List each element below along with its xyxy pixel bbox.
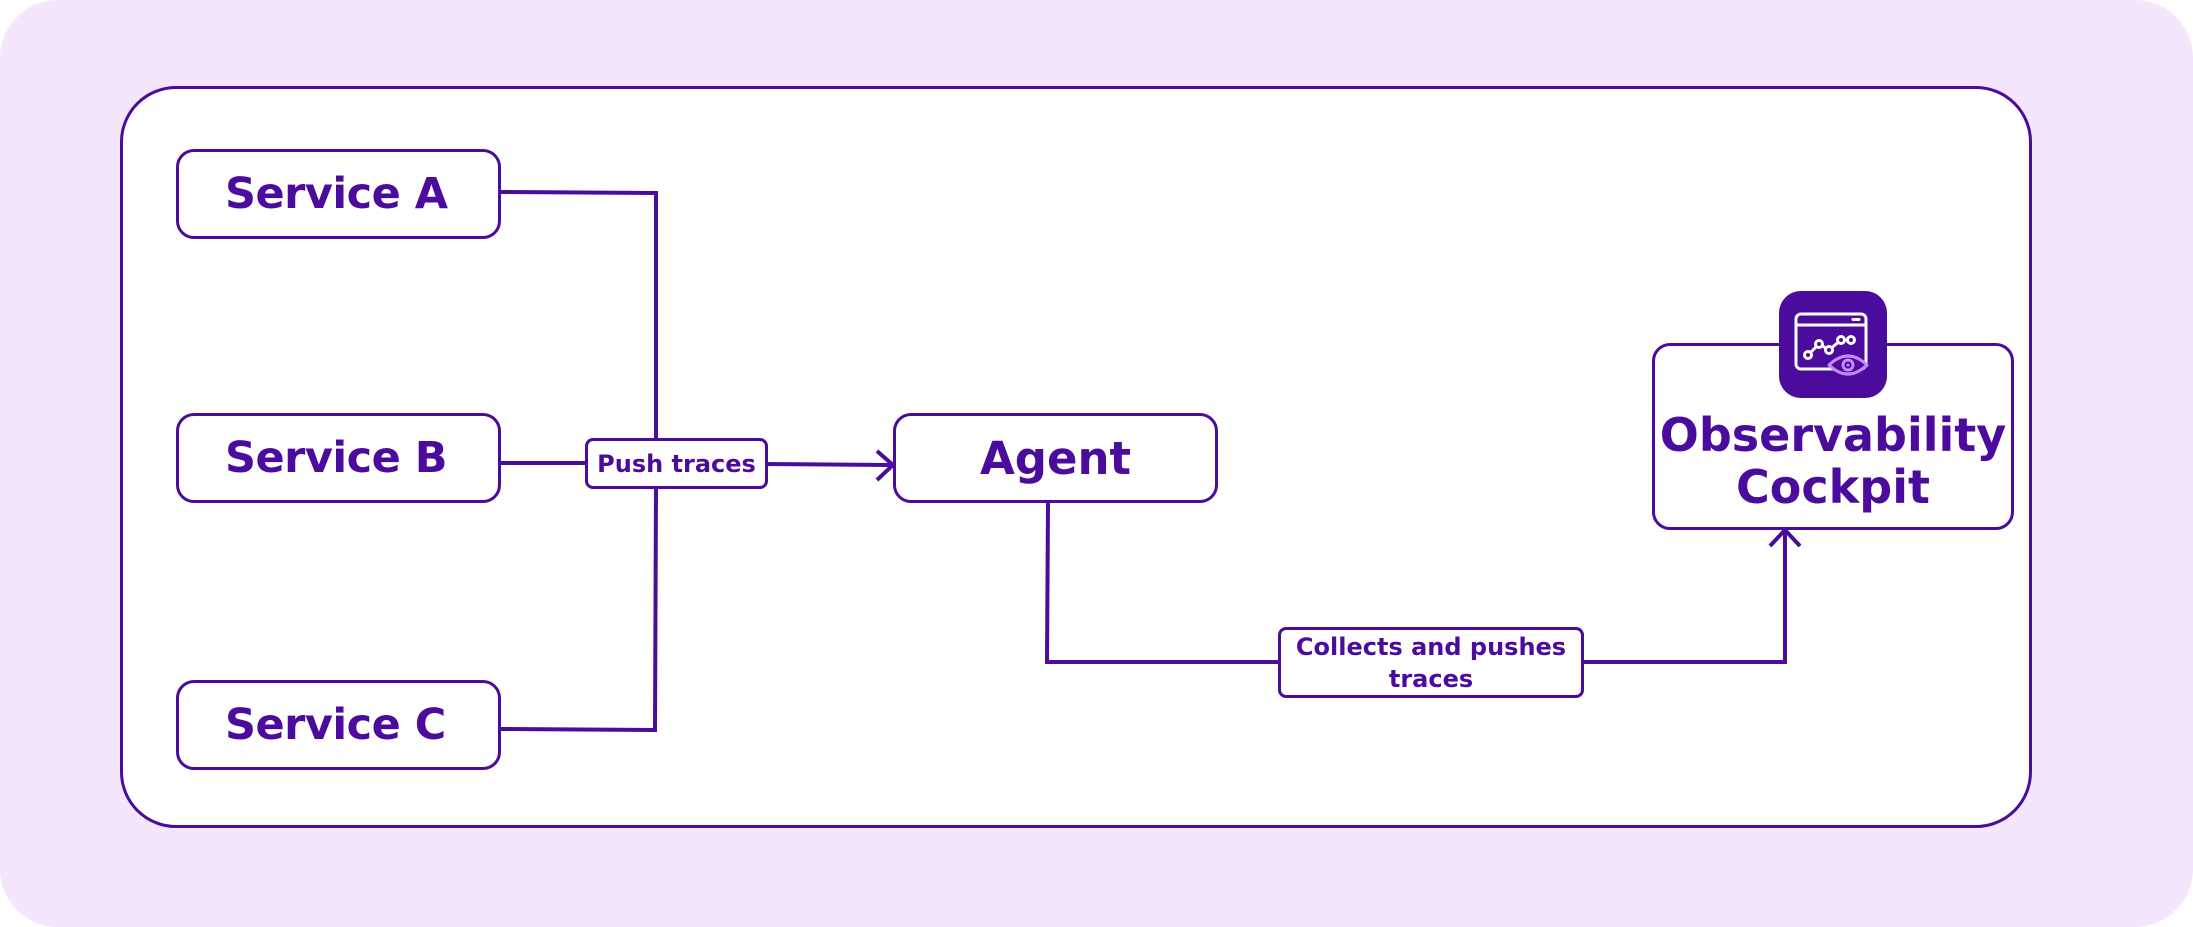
service-c-node: Service C	[176, 680, 501, 770]
service-b-node: Service B	[176, 413, 501, 503]
service-a-node: Service A	[176, 149, 501, 239]
cockpit-title-line2: Cockpit	[1736, 459, 1930, 514]
push-traces-label: Push traces	[585, 438, 768, 489]
agent-node: Agent	[893, 413, 1218, 503]
cockpit-title-line1: Observability	[1659, 407, 2007, 462]
dashboard-eye-icon	[1779, 291, 1887, 398]
collects-pushes-label: Collects and pushes traces	[1278, 627, 1584, 698]
